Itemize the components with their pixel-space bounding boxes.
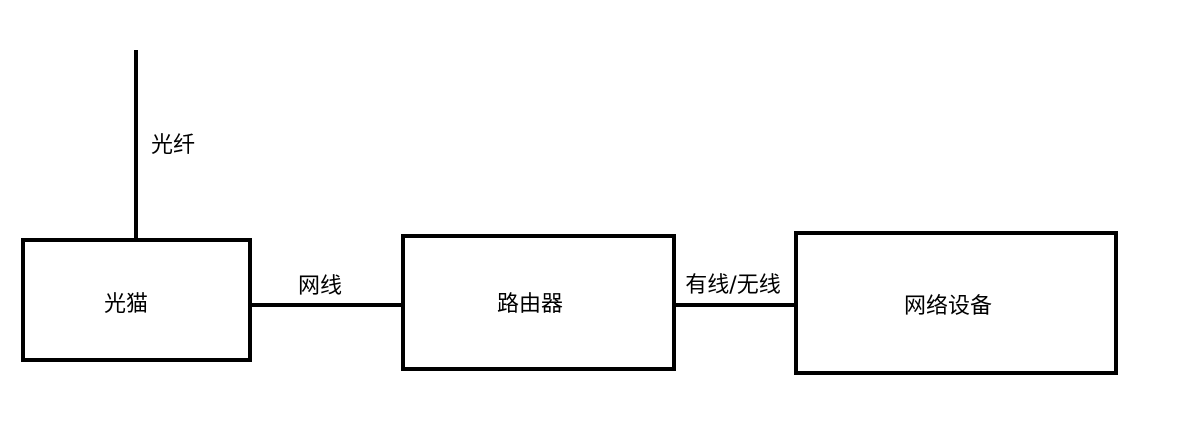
fiber-label: 光纤 <box>151 133 195 158</box>
device-label: 网络设备 <box>904 294 992 319</box>
cable-label: 网线 <box>298 274 342 299</box>
device-node <box>794 231 1118 375</box>
router-label: 路由器 <box>497 292 563 317</box>
router-node <box>401 234 676 371</box>
modem-node <box>21 238 252 362</box>
link-label: 有线/无线 <box>685 273 780 298</box>
modem-label: 光猫 <box>104 292 148 317</box>
